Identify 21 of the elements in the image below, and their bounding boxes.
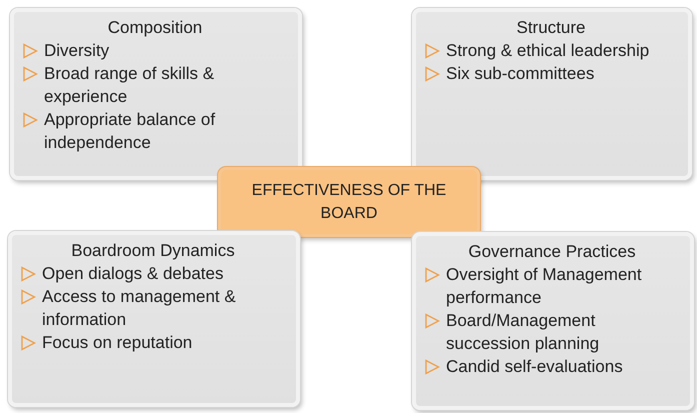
topic-card (412, 8, 692, 180)
list-item: Access to management & information (42, 287, 236, 329)
list-item: Appropriate balance of independence (44, 110, 216, 152)
list-item: Six sub-committees (446, 64, 594, 83)
list-item: Diversity (44, 41, 110, 60)
list-item: Broad range of skills & experience (44, 64, 214, 106)
list-item: Focus on reputation (42, 333, 192, 352)
card-heading: Governance Practices (467, 242, 637, 262)
central-box (218, 167, 480, 237)
topic-card (8, 231, 300, 407)
list-item: Candid self-evaluations (446, 357, 623, 376)
list-item: Board/Management succession planning (446, 311, 600, 353)
card-heading: Structure (516, 18, 586, 38)
card-heading: Boardroom Dynamics (70, 241, 236, 261)
topic-card (412, 232, 694, 410)
list-item: Open dialogs & debates (42, 264, 224, 283)
card-heading: Composition (106, 18, 204, 38)
list-item: Oversight of Management performance (446, 265, 642, 307)
topic-card (10, 8, 302, 180)
list-item: Strong & ethical leadership (446, 41, 650, 60)
central-title: EFFECTIVENESS OF THE BOARD (250, 181, 448, 224)
